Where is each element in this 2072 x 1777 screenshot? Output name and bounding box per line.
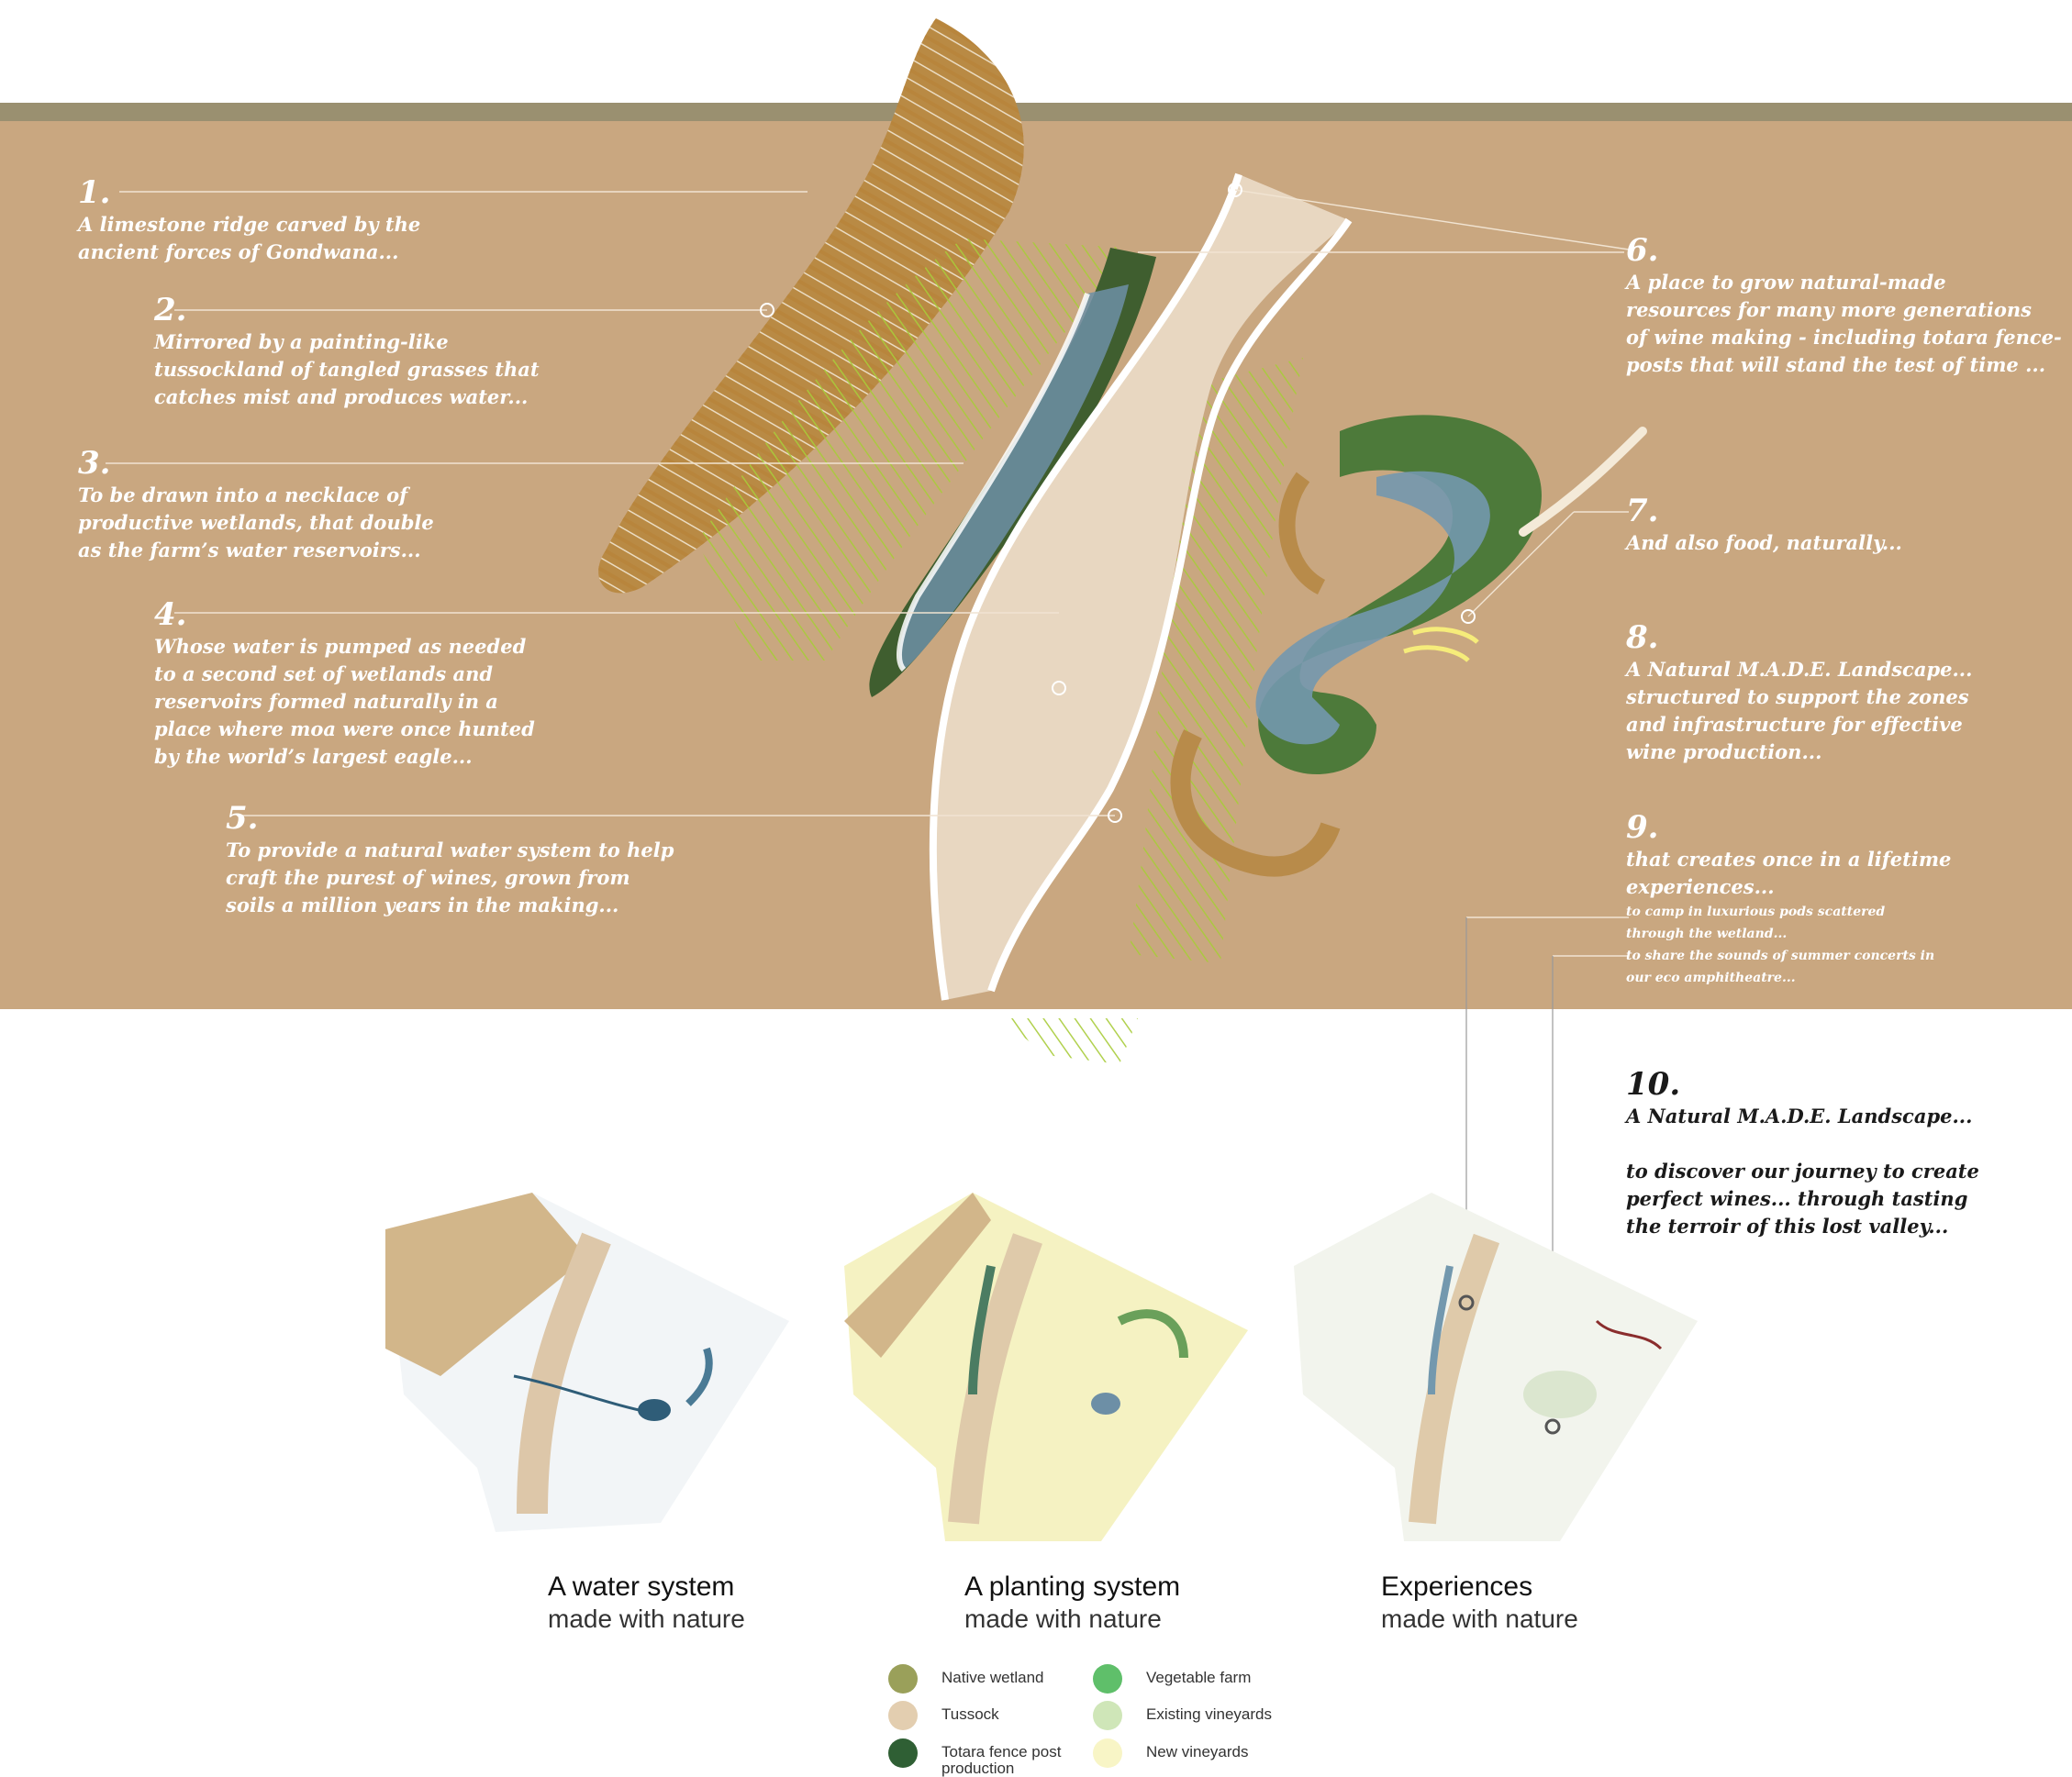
annotation-number: 8.	[1626, 619, 1659, 656]
annotation-text: Whose water is pumped as needed to a sec…	[154, 635, 535, 768]
top-strip	[0, 103, 2072, 121]
annotation-9: 9. that creates once in a lifetime exper…	[1626, 809, 1951, 989]
annotation-subtext: to camp in luxurious pods scattered thro…	[1626, 905, 1935, 985]
caption-planting-system: A planting system made with nature	[964, 1571, 1180, 1635]
annotation-4: 4. Whose water is pumped as needed to a …	[154, 596, 535, 771]
annotation-7: 7. And also food, naturally...	[1626, 493, 1902, 557]
annotation-number: 3.	[78, 445, 111, 482]
annotation-number: 7.	[1626, 493, 1659, 529]
legend-swatch	[888, 1738, 918, 1768]
annotation-text: And also food, naturally...	[1626, 531, 1902, 554]
water-system-map	[385, 1193, 789, 1532]
wetland-necklace	[869, 248, 1156, 697]
legend-label: Native wetland	[941, 1669, 1044, 1686]
caption-title: A water system	[548, 1572, 735, 1602]
annotation-number: 6.	[1626, 232, 1659, 269]
annotation-text: A Natural M.A.D.E. Landscape... structur…	[1626, 658, 1973, 763]
legend-swatch	[888, 1664, 918, 1694]
second-wetlands	[1170, 415, 1647, 877]
legend-swatch	[888, 1701, 918, 1730]
annotation-3: 3. To be drawn into a necklace of produc…	[78, 445, 434, 564]
legend-label: Totara fence post production	[941, 1743, 1062, 1777]
legend-swatch	[1093, 1701, 1122, 1730]
leader-markers	[760, 183, 1476, 823]
caption-water-system: A water system made with nature	[548, 1571, 745, 1635]
vineyard-rows	[697, 239, 1303, 1064]
legend-label: Existing vineyards	[1146, 1705, 1273, 1723]
annotation-text: A Natural M.A.D.E. Landscape... to disco…	[1626, 1105, 1979, 1238]
leader-lines	[106, 189, 1630, 1427]
legend-label: Vegetable farm	[1146, 1669, 1252, 1686]
annotation-number: 10.	[1626, 1066, 1681, 1103]
annotation-text: A limestone ridge carved by the ancient …	[78, 213, 421, 263]
legend-label: Tussock	[941, 1705, 999, 1723]
caption-title: A planting system	[964, 1572, 1181, 1602]
annotation-5: 5. To provide a natural water system to …	[226, 800, 674, 919]
caption-title: Experiences	[1381, 1572, 1533, 1602]
experiences-map	[1294, 1193, 1698, 1541]
annotation-text: Mirrored by a painting-like tussockland …	[154, 330, 540, 408]
annotation-number: 4.	[154, 596, 187, 633]
caption-subtitle: made with nature	[548, 1605, 745, 1633]
annotation-number: 9.	[1626, 809, 1659, 846]
annotation-6: 6. A place to grow natural-made resource…	[1626, 232, 2062, 379]
planting-system-map	[844, 1193, 1248, 1541]
tussock-ridge	[598, 18, 1024, 594]
caption-subtitle: made with nature	[1381, 1605, 1578, 1633]
annotation-number: 1.	[78, 174, 111, 211]
annotation-text: A place to grow natural-made resources f…	[1626, 271, 2062, 376]
annotation-2: 2. Mirrored by a painting-like tussockla…	[154, 292, 540, 411]
annotation-text: To be drawn into a necklace of productiv…	[78, 483, 434, 561]
annotation-text: To provide a natural water system to hel…	[226, 839, 674, 916]
annotation-10: 10. A Natural M.A.D.E. Landscape... to d…	[1626, 1066, 1979, 1240]
legend-label: New vineyards	[1146, 1743, 1249, 1760]
annotation-text: that creates once in a lifetime experien…	[1626, 848, 1952, 898]
caption-subtitle: made with nature	[964, 1605, 1162, 1633]
legend-swatch	[1093, 1738, 1122, 1768]
legend-swatch	[1093, 1664, 1122, 1694]
annotation-1: 1. A limestone ridge carved by the ancie…	[78, 174, 420, 266]
caption-experiences: Experiences made with nature	[1381, 1571, 1578, 1635]
annotation-number: 2.	[154, 292, 187, 328]
annotation-8: 8. A Natural M.A.D.E. Landscape... struc…	[1626, 619, 1972, 766]
annotation-number: 5.	[226, 800, 259, 837]
